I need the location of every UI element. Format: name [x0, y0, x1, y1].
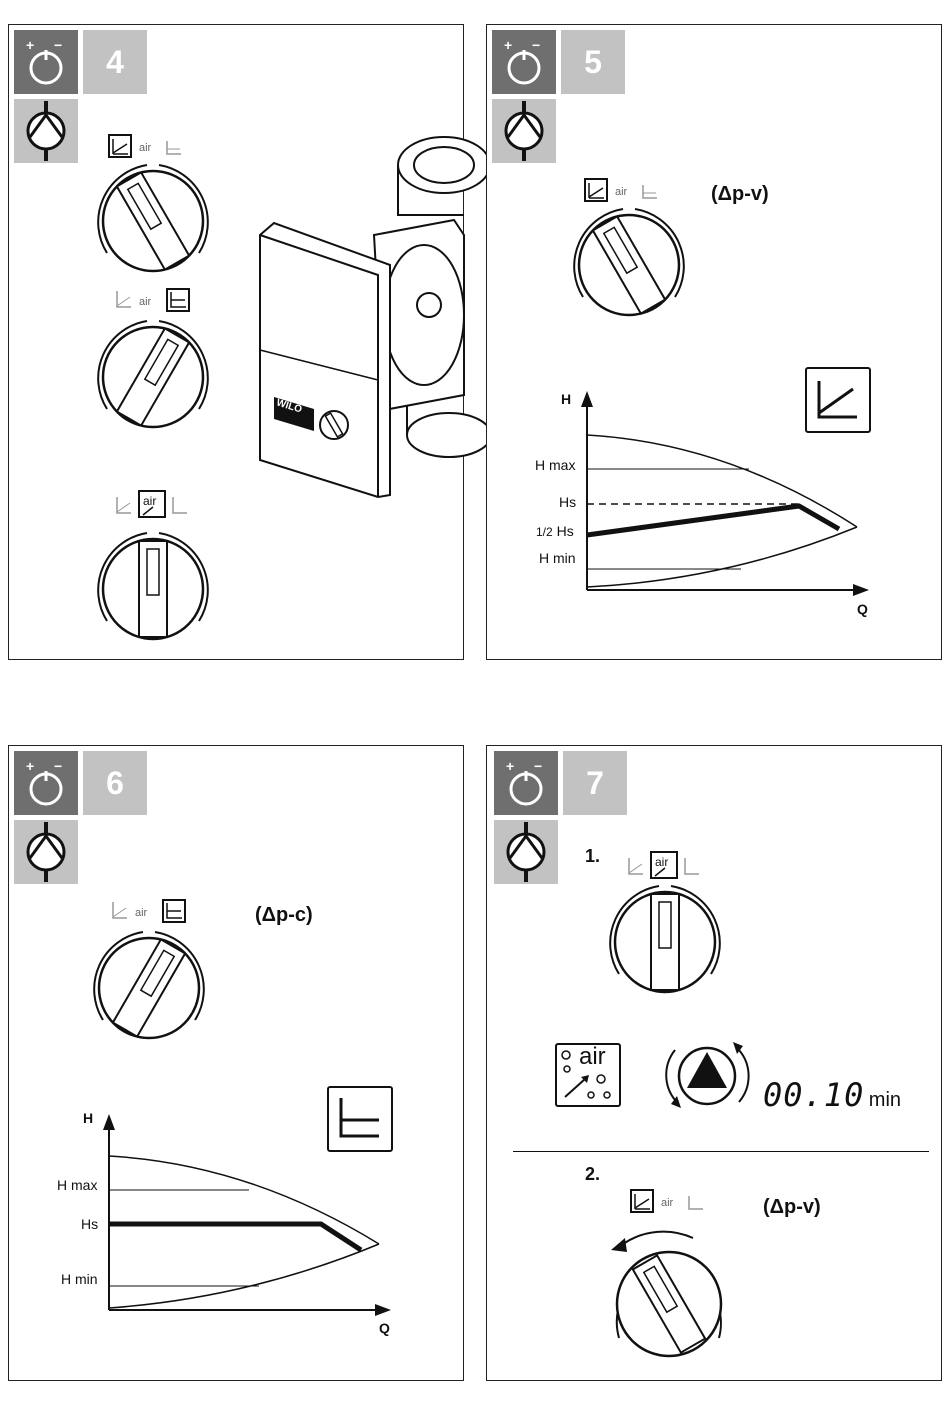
panel-step-4: + − 4 air	[8, 24, 492, 660]
timer-unit: min	[868, 1089, 902, 1111]
x-axis-label: Q	[857, 601, 868, 617]
step-number: 4	[83, 30, 147, 94]
svg-text:+: +	[504, 37, 512, 53]
svg-text:air: air	[661, 1197, 674, 1209]
air-venting-label: air	[579, 1043, 606, 1070]
svg-text:−: −	[534, 758, 542, 774]
svg-text:+: +	[26, 37, 34, 53]
step-2-label: 2.	[585, 1164, 601, 1184]
svg-text:air: air	[139, 296, 152, 308]
panel-step-7: + − 7 1. air	[486, 745, 942, 1381]
rotary-adjust-icon: + −	[14, 751, 78, 815]
dial-delta-p-variable-rotate: air	[597, 1186, 737, 1358]
y-axis-label: H	[83, 1110, 94, 1126]
dial-air-venting: air	[87, 487, 217, 647]
pump-curve-chart-delta-p-c: H Q H max Hs H min	[49, 1108, 459, 1368]
h-max-label: H max	[57, 1177, 98, 1193]
pump-curve-chart-delta-p-v: H Q H max Hs 1/2 Hs H min	[527, 385, 937, 645]
dial-air-venting: air	[599, 848, 729, 998]
h-min-label: H min	[61, 1271, 98, 1287]
panel-step-6: + − 6 air (Δp-c)	[8, 745, 464, 1381]
rotary-adjust-icon: + −	[492, 30, 556, 94]
svg-text:air: air	[615, 186, 628, 198]
rotary-adjust-icon: + −	[14, 30, 78, 94]
y-axis-label: H	[561, 391, 572, 407]
dial-delta-p-constant: air	[87, 285, 217, 435]
mode-label: (Δp-v)	[763, 1196, 821, 1218]
mode-symbol-delta-p-variable-icon	[805, 367, 871, 433]
step-1-label: 1.	[585, 846, 601, 866]
svg-text:+: +	[506, 758, 514, 774]
x-axis-label: Q	[379, 1320, 390, 1336]
pump-symbol-icon	[14, 820, 78, 884]
svg-text:air: air	[135, 907, 148, 919]
svg-text:air: air	[139, 142, 152, 154]
timer-value: 00.10	[763, 1076, 865, 1114]
svg-text:−: −	[54, 758, 62, 774]
dial-delta-p-constant: air	[83, 896, 213, 1046]
hs-label: Hs	[559, 494, 577, 510]
dial-delta-p-variable: air	[87, 133, 217, 283]
half-hs-text: Hs	[556, 523, 574, 539]
pump-illustration: WILO	[254, 125, 492, 505]
step-number: 6	[83, 751, 147, 815]
panel-step-5: + − 5 air (Δp	[486, 24, 942, 660]
svg-text:air: air	[655, 855, 668, 869]
pump-symbol-icon	[494, 820, 558, 884]
mode-symbol-delta-p-constant-icon	[327, 1086, 393, 1152]
rotary-adjust-icon: + −	[494, 751, 558, 815]
pump-running-icon	[661, 1036, 753, 1116]
divider	[513, 1151, 929, 1152]
half-fraction: 1/2	[536, 525, 553, 539]
timer-display: 00.10 min	[763, 1076, 901, 1114]
h-max-label: H max	[535, 457, 576, 473]
svg-text:−: −	[54, 37, 62, 53]
pump-symbol-icon	[492, 99, 556, 163]
pump-symbol-icon	[14, 99, 78, 163]
air-venting-icon: air	[555, 1043, 621, 1107]
svg-text:−: −	[532, 37, 540, 53]
mode-label: (Δp-v)	[711, 183, 769, 205]
hs-label: Hs	[81, 1216, 99, 1232]
step-number: 5	[561, 30, 625, 94]
step-number: 7	[563, 751, 627, 815]
half-hs-label: 1/2 Hs	[536, 523, 574, 539]
svg-text:+: +	[26, 758, 34, 774]
svg-text:air: air	[143, 494, 156, 508]
mode-label: (Δp-c)	[255, 904, 313, 926]
h-min-label: H min	[539, 550, 576, 566]
dial-delta-p-variable: air	[563, 177, 693, 327]
